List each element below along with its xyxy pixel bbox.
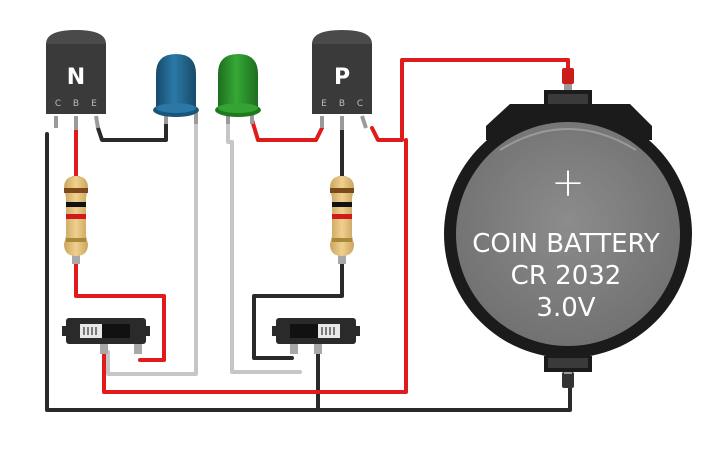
battery-positive-terminal[interactable] [562, 68, 574, 84]
battery-plus-symbol: + [551, 160, 585, 206]
npn-letter: N [67, 65, 85, 90]
pnp-letter: P [334, 65, 350, 90]
wire-black-pres-switch[interactable] [252, 260, 344, 360]
pnp-transistor[interactable]: P E B C [312, 30, 372, 130]
blue-led[interactable] [153, 54, 199, 124]
pnp-pin-c: C [357, 99, 363, 109]
wire-black-ground[interactable] [45, 132, 572, 412]
battery-negative-terminal[interactable] [562, 372, 574, 388]
wire-red-battery-plus[interactable] [370, 58, 570, 142]
wire-gray-blue-led[interactable] [106, 118, 198, 376]
wire-red-bus[interactable] [102, 138, 408, 394]
npn-pin-c: C [55, 99, 61, 109]
pnp-pin-b: B [339, 99, 345, 109]
battery-label-line2: CR 2032 [511, 261, 622, 291]
slide-switch-1[interactable] [62, 318, 150, 354]
resistor-pnp-base[interactable] [330, 176, 354, 264]
wire-red-nres-switch[interactable] [74, 260, 166, 362]
npn-transistor[interactable]: N C B E [46, 30, 106, 130]
coin-battery[interactable]: + COIN BATTERY CR 2032 3.0V [444, 68, 692, 388]
wire-black-npn-led[interactable] [96, 118, 168, 142]
battery-label-line1: COIN BATTERY [472, 229, 660, 259]
npn-pin-e: E [91, 99, 97, 109]
pnp-pin-e: E [321, 99, 327, 109]
wires [45, 58, 572, 412]
resistor-npn-base[interactable] [64, 176, 88, 264]
wire-red-green-led-pnp[interactable] [250, 118, 324, 142]
slide-switch-2[interactable] [272, 318, 360, 354]
battery-label-line3: 3.0V [536, 293, 595, 323]
wire-gray-green-led[interactable] [226, 118, 302, 374]
npn-pin-b: B [73, 99, 79, 109]
green-led[interactable] [215, 54, 261, 124]
